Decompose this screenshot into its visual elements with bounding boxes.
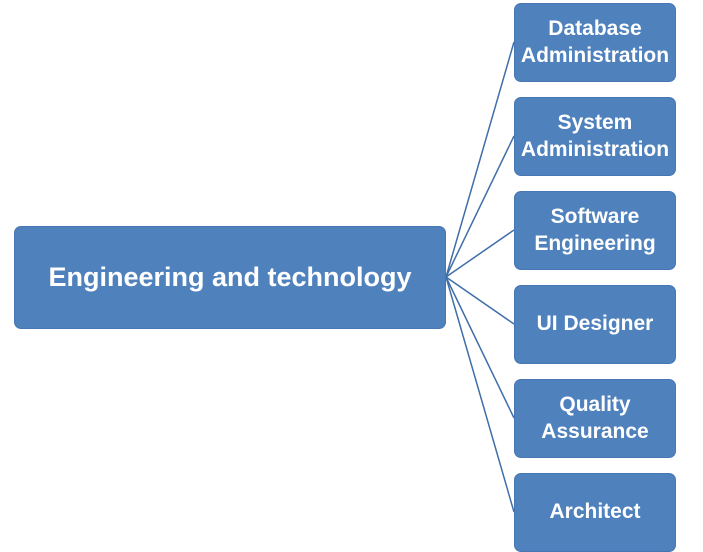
connector-line-system-administration	[445, 135, 515, 278]
connector-line-software-engineering	[445, 229, 515, 278]
connector-line-architect	[445, 276, 515, 513]
child-node-architect: Architect	[514, 473, 676, 552]
child-node-quality-assurance: Quality Assurance	[514, 379, 676, 458]
child-node-system-administration: System Administration	[514, 97, 676, 176]
child-node-ui-designer: UI Designer	[514, 285, 676, 364]
connector-line-database-administration	[445, 41, 515, 278]
root-node-engineering-and-technology: Engineering and technology	[14, 226, 446, 329]
connector-line-quality-assurance	[445, 276, 515, 419]
child-node-database-administration: Database Administration	[514, 3, 676, 82]
child-node-software-engineering: Software Engineering	[514, 191, 676, 270]
connector-line-ui-designer	[445, 276, 515, 325]
